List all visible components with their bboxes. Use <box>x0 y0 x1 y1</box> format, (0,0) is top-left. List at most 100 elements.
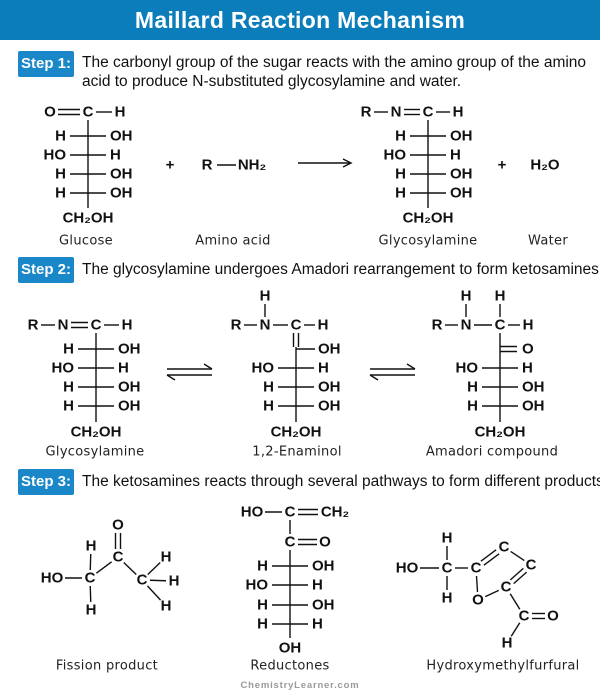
glucose-name: Glucose <box>59 234 113 249</box>
single-bond <box>475 575 479 593</box>
substituent-right: H <box>312 616 323 633</box>
substituent-left: H <box>467 379 478 396</box>
substituent-right: OH <box>450 185 473 202</box>
step-2-description: The glycosylamine undergoes Amadori rear… <box>82 260 600 279</box>
atom-label: R <box>28 317 39 334</box>
equilibrium-arrow <box>203 363 213 370</box>
atom-label: H <box>115 104 126 121</box>
bottom-group: CH₂OH <box>63 210 114 227</box>
atom-label: H <box>502 635 513 652</box>
substituent-right: OH <box>312 558 335 575</box>
double-bond <box>483 553 500 566</box>
substituent-right: H <box>312 577 323 594</box>
atom-label: H <box>523 317 534 334</box>
enaminol-name: 1,2-Enaminol <box>252 445 341 460</box>
atom-label: R <box>361 104 372 121</box>
water-name: Water <box>528 234 568 249</box>
substituent-right: OH <box>522 379 545 396</box>
atom-label: CH₂ <box>321 504 349 521</box>
reductones-name: Reductones <box>250 659 329 674</box>
substituent-left: H <box>55 185 66 202</box>
atom-label: C <box>471 560 482 577</box>
atom-label: H <box>122 317 133 334</box>
substituent-left: HO <box>246 577 269 594</box>
substituent-left: HO <box>44 147 67 164</box>
atom-label: H <box>86 602 97 619</box>
atom-label: H <box>442 530 453 547</box>
substituent-right: OH <box>118 341 141 358</box>
substituent-left: H <box>63 341 74 358</box>
atom-label: C <box>113 549 124 566</box>
arrow-head-icon <box>342 158 353 168</box>
atom-label: H <box>453 104 464 121</box>
substituent-left: H <box>63 398 74 415</box>
bottom-group: CH₂OH <box>71 424 122 441</box>
atom-label: C <box>423 104 434 121</box>
atom-label: H <box>461 288 472 305</box>
single-bond <box>146 585 162 601</box>
glycosylamine_2-name: Glycosylamine <box>46 445 145 460</box>
substituent-left: HO <box>456 360 479 377</box>
substituent-right: OH <box>110 185 133 202</box>
atom-label: O <box>44 104 56 121</box>
substituent-right: O <box>522 341 534 358</box>
atom-label: O <box>319 534 331 551</box>
substituent-left: H <box>263 398 274 415</box>
atom-label: C <box>285 504 296 521</box>
atom-label: H <box>86 538 97 555</box>
amino_acid-name: Amino acid <box>195 234 270 249</box>
equilibrium-arrow <box>369 374 379 381</box>
source-credit: ChemistryLearner.com <box>240 680 360 691</box>
atom-label: N <box>461 317 472 334</box>
step-3-badge: Step 3: <box>18 469 74 495</box>
substituent-left: H <box>257 597 268 614</box>
single-bond <box>510 550 525 562</box>
single-bond <box>484 589 500 598</box>
atom-label: C <box>495 317 506 334</box>
atom-label: O <box>112 517 124 534</box>
substituent-left: H <box>55 128 66 145</box>
atom-label: C <box>442 560 453 577</box>
water-formula: H₂O <box>530 157 559 174</box>
atom-label: C <box>91 317 102 334</box>
atom-label: C <box>285 534 296 551</box>
step-3-line-1: The ketosamines reacts through several p… <box>82 473 600 490</box>
atom-label: H <box>161 549 172 566</box>
bottom-group: CH₂OH <box>475 424 526 441</box>
atom-label: C <box>83 104 94 121</box>
atom-label: H <box>260 288 271 305</box>
atom-label: R <box>432 317 443 334</box>
page-title: Maillard Reaction Mechanism <box>0 0 600 40</box>
single-bond <box>89 585 92 603</box>
substituent-left: H <box>63 379 74 396</box>
substituent-right: OH <box>118 379 141 396</box>
substituent-right: H <box>110 147 121 164</box>
substituent-left: H <box>467 398 478 415</box>
substituent-left: HO <box>384 147 407 164</box>
substituent-right: OH <box>110 128 133 145</box>
double-bond <box>513 571 528 585</box>
substituent-left: H <box>395 128 406 145</box>
atom-label: N <box>391 104 402 121</box>
atom-label: H <box>318 317 329 334</box>
step-1-badge: Step 1: <box>18 51 74 77</box>
atom-label: O <box>472 592 484 609</box>
substituent-right: OH <box>118 398 141 415</box>
substituent-left: H <box>395 185 406 202</box>
atom-label: C <box>85 570 96 587</box>
amadori-name: Amadori compound <box>426 445 558 460</box>
atom-label: N <box>58 317 69 334</box>
bottom-group: CH₂OH <box>271 424 322 441</box>
hmf-name: Hydroxymethylfurfural <box>426 659 579 674</box>
atom-label: C <box>519 608 530 625</box>
substituent-left: HO <box>252 360 275 377</box>
double-bond <box>480 549 497 562</box>
substituent-left: H <box>257 616 268 633</box>
atom-label: H <box>161 598 172 615</box>
single-bond <box>509 593 521 610</box>
atom-label: R <box>202 157 213 174</box>
atom-label: C <box>526 557 537 574</box>
atom-label: O <box>547 608 559 625</box>
